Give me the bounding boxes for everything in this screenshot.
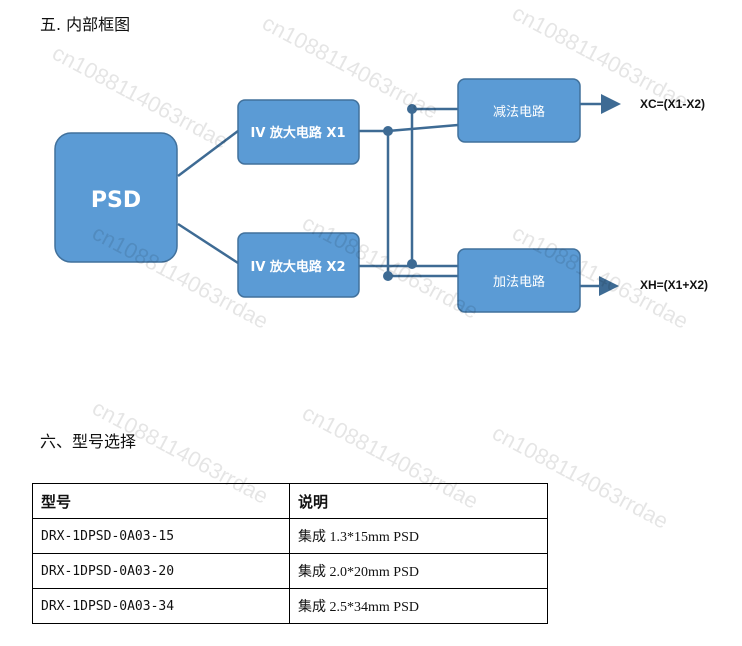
- psd-block: [54, 132, 178, 263]
- table-header-row: 型号 说明: [32, 483, 548, 519]
- description-cell: 集成 2.5*34mm PSD: [289, 588, 548, 624]
- sub-in2: [387, 123, 459, 133]
- psd-to-amp2-line: [177, 222, 239, 265]
- header-model: 型号: [32, 483, 290, 519]
- table-row: DRX-1DPSD-0A03-20 集成 2.0*20mm PSD: [32, 553, 548, 589]
- amp1-block: [237, 99, 360, 165]
- output-sum-label: XH=(X1+X2): [640, 278, 708, 292]
- model-table: 型号 说明 DRX-1DPSD-0A03-15 集成 1.3*15mm PSD …: [32, 483, 548, 624]
- add-label: 加法电路: [493, 274, 545, 290]
- section-5-title: 五. 内部框图: [40, 15, 131, 34]
- junction-dot: [383, 126, 393, 136]
- section-6-title: 六、型号选择: [40, 432, 137, 451]
- amp2-block: [237, 232, 360, 298]
- description-cell: 集成 2.0*20mm PSD: [289, 553, 548, 589]
- block-diagram: PSD IV 放大电路 X1 IV 放大电路 X2 减法电路 加法电路 XC=(…: [54, 78, 708, 313]
- subtract-block: [457, 78, 581, 143]
- junction-dot: [383, 271, 393, 281]
- table-row: DRX-1DPSD-0A03-15 集成 1.3*15mm PSD: [32, 518, 548, 554]
- connection-lines: [177, 94, 621, 296]
- psd-to-amp1-line: [177, 130, 239, 177]
- junction-dot: [407, 259, 417, 269]
- junction-dots: [383, 104, 417, 281]
- subtract-label: 减法电路: [493, 104, 545, 120]
- table-row: DRX-1DPSD-0A03-34 集成 2.5*34mm PSD: [32, 588, 548, 624]
- header-description: 说明: [289, 483, 548, 519]
- amp2-label: IV 放大电路 X2: [250, 259, 345, 275]
- psd-label: PSD: [91, 188, 141, 213]
- amp1-label: IV 放大电路 X1: [250, 125, 345, 141]
- description-cell: 集成 1.3*15mm PSD: [289, 518, 548, 554]
- model-cell: DRX-1DPSD-0A03-15: [32, 518, 290, 554]
- model-cell: DRX-1DPSD-0A03-34: [32, 588, 290, 624]
- add-block: [457, 248, 581, 313]
- model-cell: DRX-1DPSD-0A03-20: [32, 553, 290, 589]
- junction-dot: [407, 104, 417, 114]
- output-diff-label: XC=(X1-X2): [640, 97, 705, 111]
